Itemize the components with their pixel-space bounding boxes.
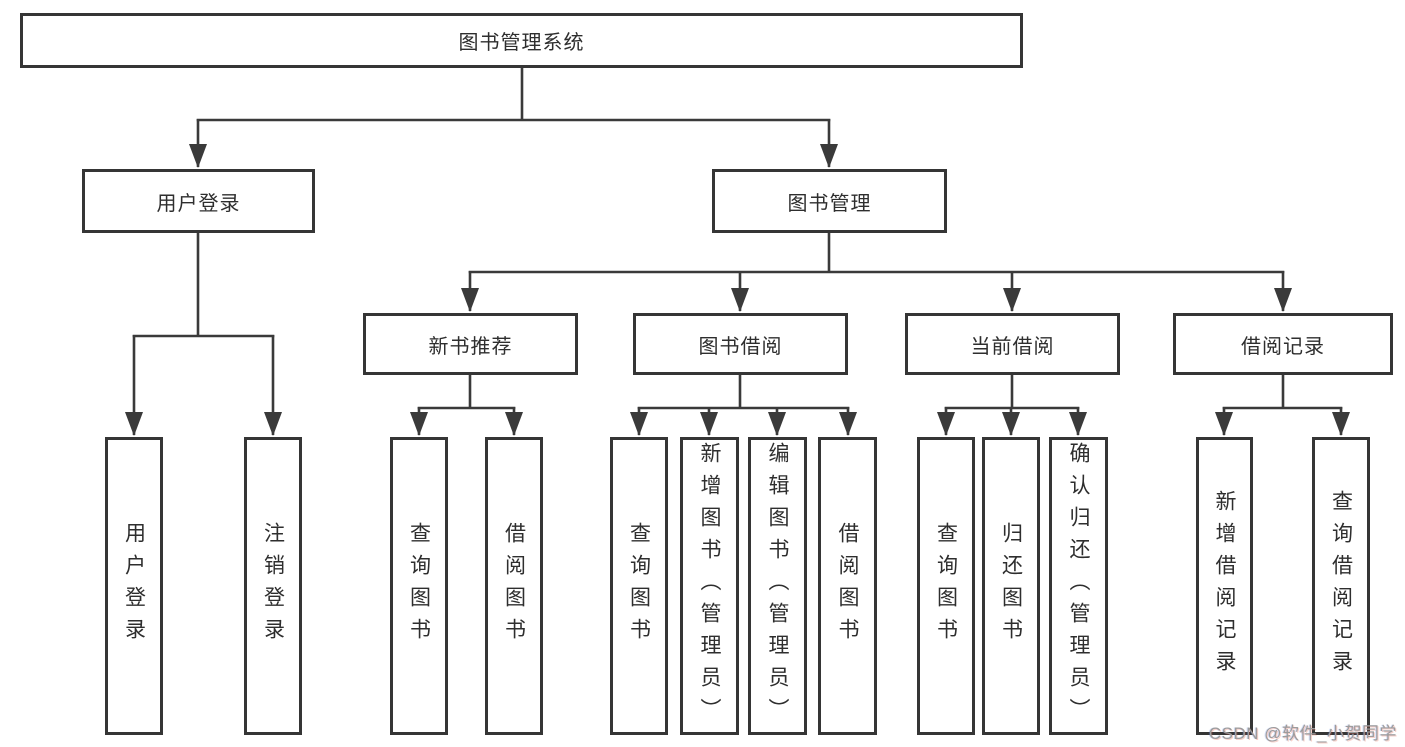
leaf-borrow-books-recommend-label: 借阅图书 (502, 522, 526, 650)
node-current-borrow: 当前借阅 (905, 313, 1120, 375)
leaf-add-book-admin-label: 新增图书（管理员） (698, 442, 721, 730)
node-book-management: 图书管理 (712, 169, 947, 233)
leaf-edit-book-admin: 编辑图书（管理员） (748, 437, 807, 735)
leaf-user-login-label: 用户登录 (122, 522, 146, 650)
node-new-book-recommend: 新书推荐 (363, 313, 578, 375)
leaf-query-books-borrow-label: 查询图书 (627, 522, 651, 650)
leaf-confirm-return-admin-label: 确认归还（管理员） (1067, 442, 1090, 730)
leaf-return-book: 归还图书 (982, 437, 1040, 735)
leaf-query-books-current: 查询图书 (917, 437, 975, 735)
leaf-query-books-recommend-label: 查询图书 (407, 522, 431, 650)
leaf-return-book-label: 归还图书 (999, 522, 1023, 650)
leaf-add-borrow-record-label: 新增借阅记录 (1213, 490, 1236, 682)
leaf-user-login: 用户登录 (105, 437, 163, 735)
leaf-borrow-books: 借阅图书 (818, 437, 877, 735)
leaf-edit-book-admin-label: 编辑图书（管理员） (766, 442, 789, 730)
node-user-login: 用户登录 (82, 169, 315, 233)
leaf-add-borrow-record: 新增借阅记录 (1196, 437, 1253, 735)
leaf-query-books-borrow: 查询图书 (610, 437, 668, 735)
leaf-logout-login-label: 注销登录 (261, 522, 285, 650)
leaf-borrow-books-recommend: 借阅图书 (485, 437, 543, 735)
leaf-query-borrow-record-label: 查询借阅记录 (1329, 490, 1353, 682)
leaf-add-book-admin: 新增图书（管理员） (680, 437, 739, 735)
node-borrow-records: 借阅记录 (1173, 313, 1393, 375)
leaf-query-books-current-label: 查询图书 (934, 522, 958, 650)
csdn-watermark: CSDN @软件_小贺同学 (1208, 724, 1397, 743)
leaf-logout-login: 注销登录 (244, 437, 302, 735)
leaf-borrow-books-label: 借阅图书 (836, 522, 859, 650)
node-library-management-system: 图书管理系统 (20, 13, 1023, 68)
leaf-query-borrow-record: 查询借阅记录 (1312, 437, 1370, 735)
node-book-borrow: 图书借阅 (633, 313, 848, 375)
leaf-query-books-recommend: 查询图书 (390, 437, 448, 735)
leaf-confirm-return-admin: 确认归还（管理员） (1049, 437, 1108, 735)
